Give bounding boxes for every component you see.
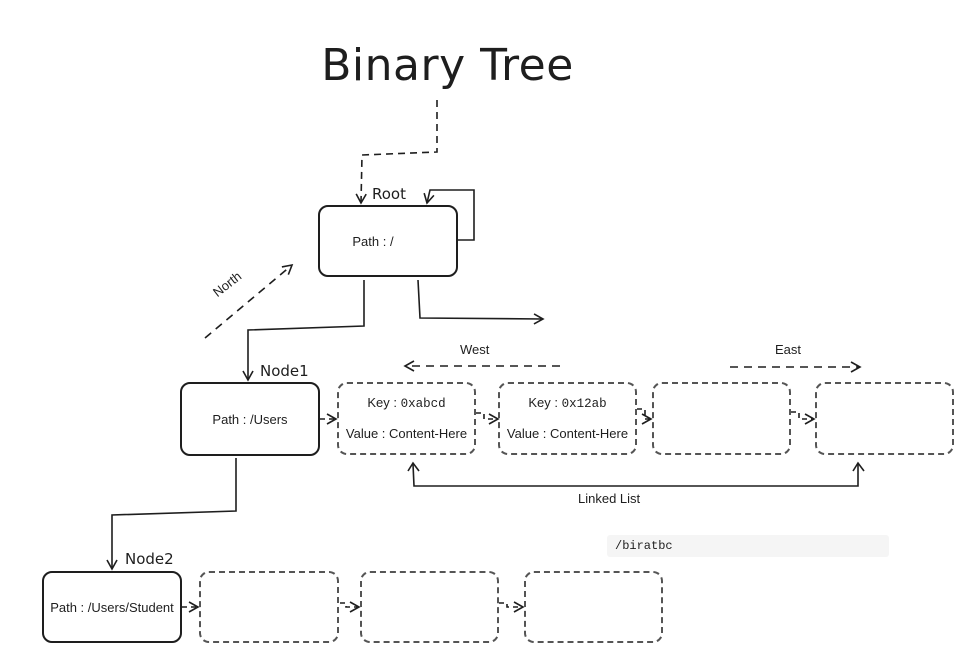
linked-list-arrowhead-left <box>407 461 420 472</box>
list-link-3 <box>791 411 816 425</box>
title-to-root-connector <box>355 100 438 205</box>
linked-list-label: Linked List <box>578 491 641 506</box>
list-item-empty <box>360 571 499 643</box>
node2-list-link-2 <box>499 601 525 613</box>
root-path-text: Path : / <box>352 233 394 249</box>
node1-label: Node1 <box>260 362 309 380</box>
west-label: West <box>460 342 490 357</box>
node2-path-text: Path : /Users/Student <box>50 599 174 615</box>
code-chip-text: /biratbc <box>615 539 673 553</box>
root-self-loop <box>423 189 475 241</box>
node1-path-text: Path : /Users <box>212 411 288 427</box>
root-label: Root <box>372 185 406 203</box>
list-link-2 <box>637 408 653 425</box>
list-item-key: Key : 0xabcd <box>367 395 446 411</box>
node2-label: Node2 <box>125 550 174 568</box>
list-item-key: Key : 0x12ab <box>528 395 607 411</box>
code-chip: /biratbc <box>607 535 889 557</box>
north-arrow <box>204 263 294 339</box>
linked-list-arrowhead-right <box>852 461 865 472</box>
list-item-empty <box>199 571 339 643</box>
node2-node: Path : /Users/Student <box>42 571 182 643</box>
list-item-empty <box>815 382 954 455</box>
root-node: Path : / <box>318 205 458 277</box>
list-item-value: Value : Content-Here <box>506 426 629 441</box>
diagram-title: Binary Tree <box>321 40 574 91</box>
list-item-value: Value : Content-Here <box>345 426 468 441</box>
list-item: Key : 0xabcd Value : Content-Here <box>337 382 476 455</box>
list-link-1 <box>476 412 500 425</box>
list-item-empty <box>652 382 791 455</box>
list-item: Key : 0x12ab Value : Content-Here <box>498 382 637 455</box>
root-to-node1-connector <box>242 280 365 382</box>
node1-node: Path : /Users <box>180 382 320 456</box>
root-right-connector <box>417 279 545 325</box>
east-label: East <box>775 342 802 357</box>
list-item-empty <box>524 571 663 643</box>
node2-list-link-1 <box>340 601 361 613</box>
linked-list-bracket <box>412 463 859 487</box>
node1-to-node2-connector <box>106 458 237 571</box>
